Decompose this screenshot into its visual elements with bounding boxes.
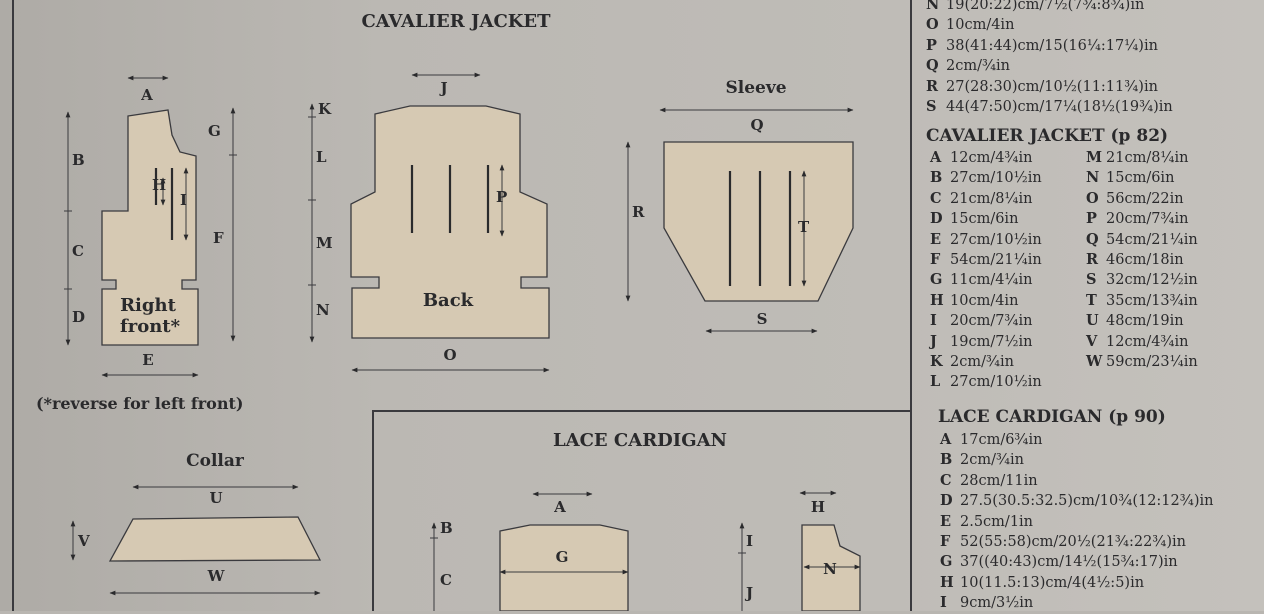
lace-label-G: G <box>556 548 569 566</box>
lace-label-I: I <box>746 532 753 550</box>
schematic-diagrams: CAVALIER JACKET H I Right front* A B C D… <box>36 11 861 611</box>
cavalier-title: CAVALIER JACKET <box>361 11 551 32</box>
label-B: B <box>72 151 85 169</box>
right-front-label-line1: Right <box>120 295 176 316</box>
left-border-line <box>12 0 14 611</box>
label-D: D <box>72 308 85 326</box>
label-V: V <box>77 532 90 550</box>
lace-title: LACE CARDIGAN <box>553 430 727 451</box>
right-front-piece: H I Right front* A B C D G F E (*reverse… <box>36 75 243 413</box>
lace-label-C: C <box>440 571 452 589</box>
label-P: P <box>496 188 507 206</box>
lace-label-N: N <box>823 560 837 578</box>
label-U: U <box>209 489 222 507</box>
label-N: N <box>316 301 330 319</box>
collar-label: Collar <box>186 451 245 471</box>
sleeve-label: Sleeve <box>725 78 786 98</box>
right-front-label-line2: front* <box>120 316 181 337</box>
label-Q: Q <box>750 116 763 134</box>
lace-box-top-border <box>372 410 912 412</box>
lace-heading: LACE CARDIGAN (p 90) <box>938 407 1166 427</box>
label-E: E <box>142 351 153 369</box>
label-W: W <box>207 567 226 585</box>
label-I-front: I <box>180 191 187 209</box>
label-T: T <box>798 218 810 236</box>
label-G: G <box>208 122 221 140</box>
label-A: A <box>140 86 153 104</box>
lace-label-A: A <box>553 498 566 516</box>
sleeve-piece: Sleeve Q T R S <box>625 78 854 334</box>
label-L: L <box>316 148 327 166</box>
label-R: R <box>632 203 645 221</box>
back-piece: P Back J K L M N O <box>308 72 550 373</box>
label-F: F <box>213 229 224 247</box>
label-K: K <box>318 100 332 118</box>
label-C: C <box>72 242 84 260</box>
lace-label-J: J <box>744 584 753 602</box>
lace-box-left-border <box>372 410 374 611</box>
lace-cardigan-diagrams: LACE CARDIGAN A G B C H N I J <box>430 430 861 611</box>
label-M: M <box>316 234 333 252</box>
collar-piece: Collar U V W <box>70 451 322 596</box>
label-S: S <box>757 310 768 328</box>
label-O: O <box>443 346 456 364</box>
lace-label-H: H <box>811 498 825 516</box>
reverse-note: (*reverse for left front) <box>36 394 243 413</box>
cavalier-heading: CAVALIER JACKET (p 82) <box>926 126 1169 146</box>
label-J: J <box>438 79 447 97</box>
back-label: Back <box>423 290 474 311</box>
lace-label-B: B <box>440 519 453 537</box>
panel-divider-vertical <box>910 0 912 611</box>
label-H-front: H <box>152 176 166 194</box>
